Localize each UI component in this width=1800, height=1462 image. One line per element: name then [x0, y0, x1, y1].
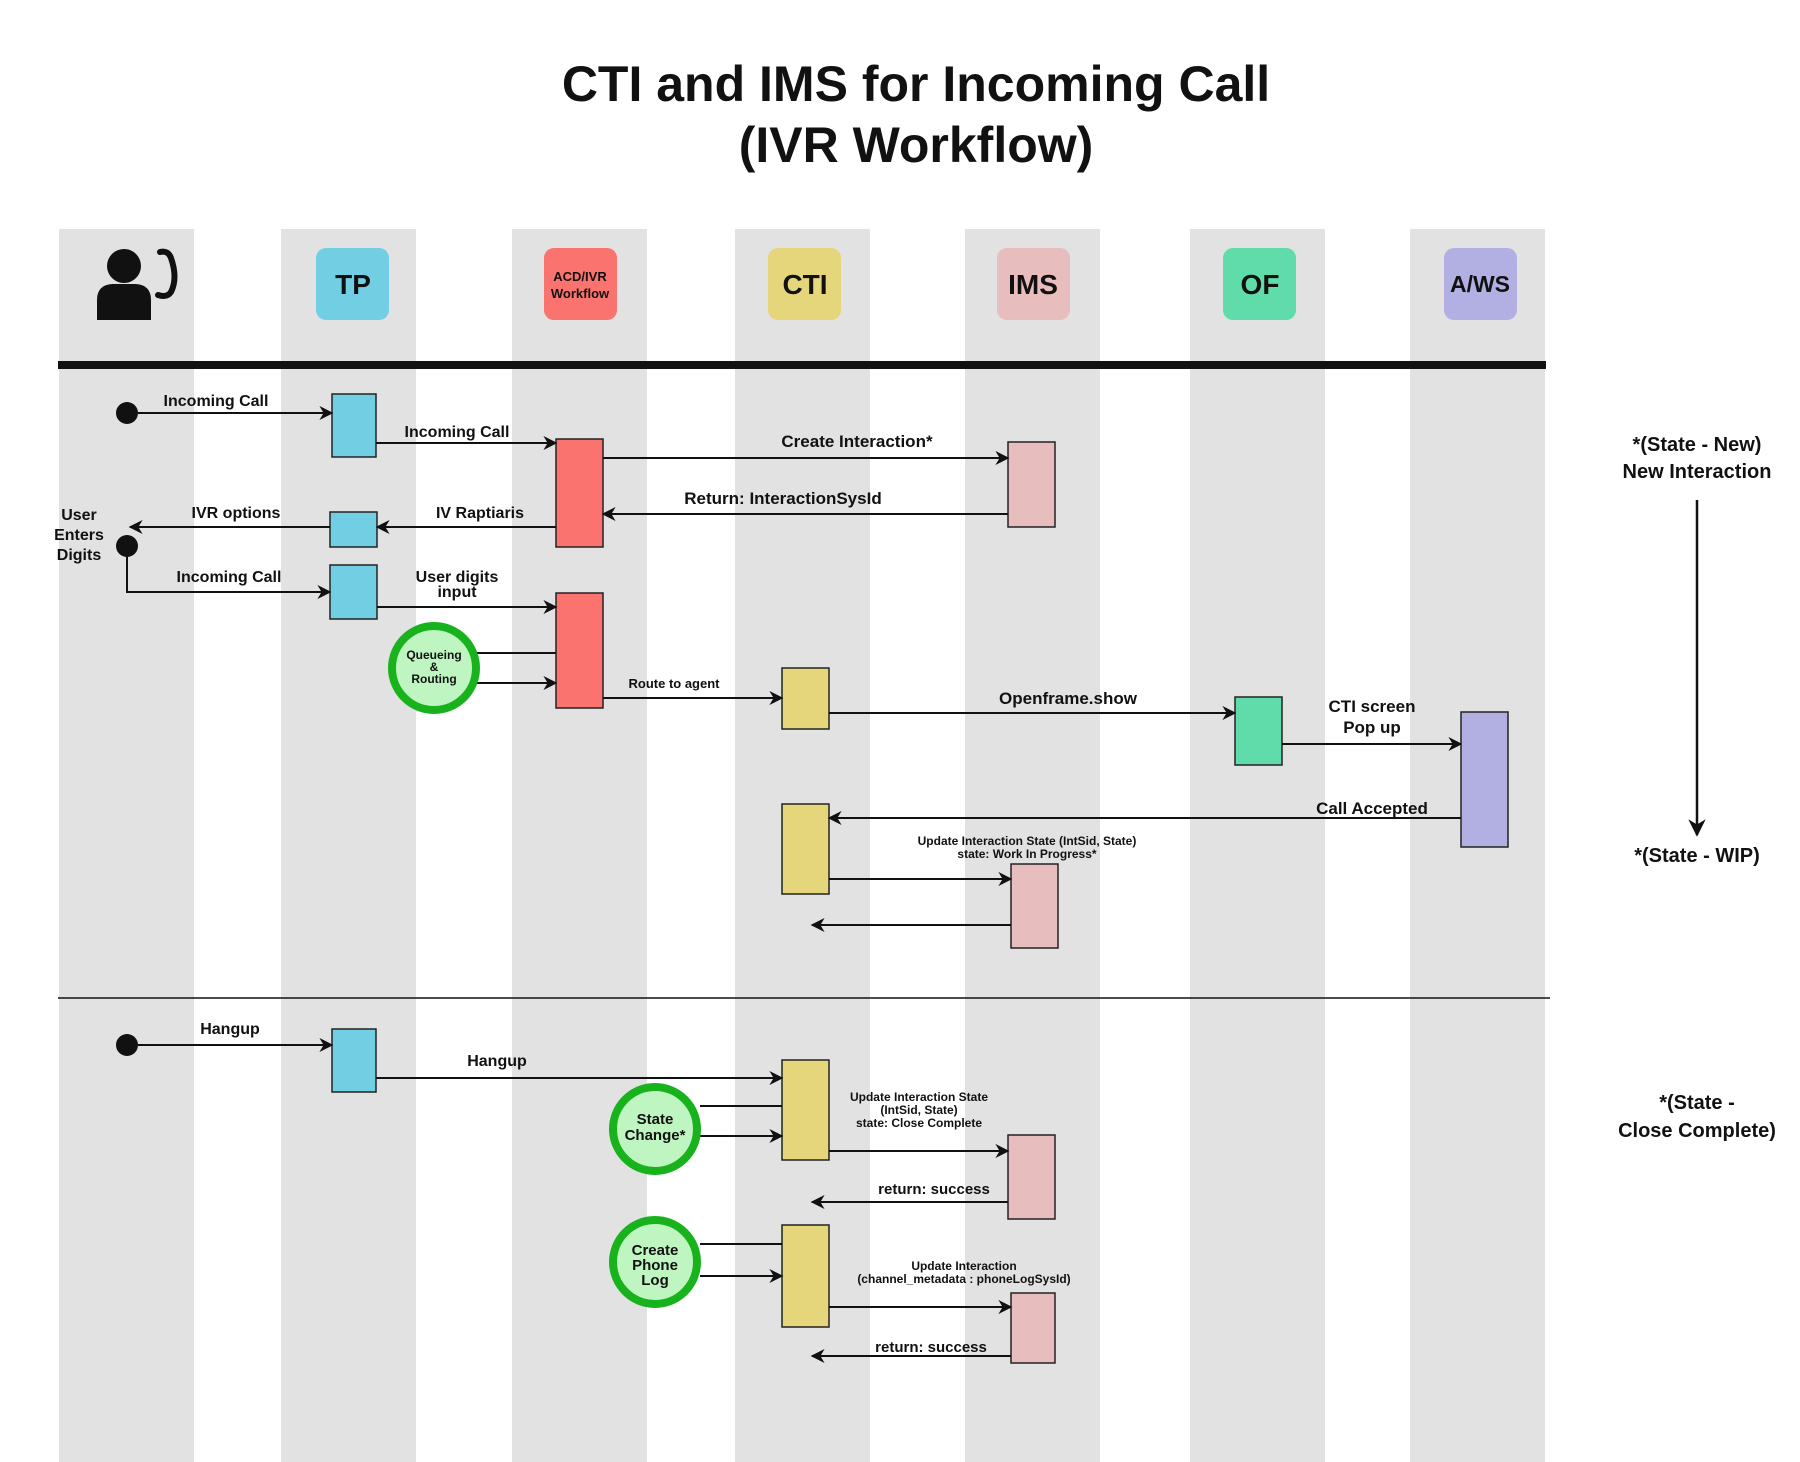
label-iv-raptiaris: IV Raptiaris — [436, 505, 524, 522]
process-phone-log-line-1: Create — [632, 1242, 679, 1259]
tp-activation-4 — [331, 1028, 377, 1093]
process-queueing-line-3: Routing — [411, 672, 456, 686]
label-user-enters-digits-3: Digits — [57, 547, 102, 564]
lane-header-aws: A/WS — [1444, 248, 1517, 320]
label-ivr-options: IVR options — [192, 505, 281, 522]
ims-activation-2 — [1010, 863, 1059, 949]
ims-activation-3 — [1007, 1134, 1056, 1220]
label-openframe-show: Openframe.show — [999, 689, 1138, 708]
tp-activation-2 — [329, 511, 378, 548]
lane-band-of — [1190, 229, 1325, 1462]
tp-activation-1 — [331, 393, 377, 458]
state-new-line-2: New Interaction — [1623, 461, 1772, 483]
lane-label-ims: IMS — [1008, 269, 1058, 300]
cti-activation-3 — [781, 1059, 830, 1161]
label-update-interaction-2: (channel_metadata : phoneLogSysId) — [857, 1272, 1070, 1286]
lane-label-cti: CTI — [782, 269, 827, 300]
label-return-sysid: Return: InteractionSysId — [684, 489, 881, 508]
tp-activation-3 — [329, 564, 378, 620]
state-close-line-1: *(State - — [1659, 1092, 1735, 1114]
label-cti-popup-2: Pop up — [1343, 718, 1401, 737]
label-incoming-call-2: Incoming Call — [405, 424, 510, 441]
lane-label-aws: A/WS — [1450, 271, 1510, 297]
lane-label-acd-line-1: ACD/IVR — [553, 269, 607, 284]
label-user-enters-digits-2: Enters — [54, 527, 104, 544]
label-user-digits-2: input — [437, 584, 477, 601]
cti-activation-4 — [781, 1224, 830, 1328]
lane-header-tp: TP — [316, 248, 389, 320]
process-queueing-line-1: Queueing — [406, 648, 461, 662]
process-create-phone-log: Create Phone Log — [609, 1216, 701, 1308]
message-arrows — [126, 406, 1706, 1363]
lane-label-acd-line-2: Workflow — [551, 286, 610, 301]
label-hangup-1: Hangup — [200, 1021, 260, 1038]
title-line-2: (IVR Workflow) — [739, 117, 1094, 173]
lane-header-acd: ACD/IVR Workflow — [544, 248, 617, 320]
label-incoming-call-3: Incoming Call — [177, 569, 282, 586]
start-dot-incoming — [116, 402, 138, 424]
lane-band-ims — [965, 229, 1100, 1462]
cti-activation-1 — [781, 667, 830, 730]
process-state-change: State Change* — [609, 1083, 701, 1175]
process-queueing-line-2: & — [430, 660, 439, 674]
label-cti-popup-1: CTI screen — [1329, 697, 1416, 716]
process-phone-log-line-3: Log — [641, 1272, 669, 1289]
process-state-change-line-2: Change* — [625, 1127, 686, 1144]
state-close-line-2: Close Complete) — [1618, 1120, 1776, 1142]
lane-header-of: OF — [1223, 248, 1296, 320]
label-route-to-agent: Route to agent — [629, 676, 721, 691]
start-dot-hangup — [116, 1034, 138, 1056]
acd-activation-2 — [555, 592, 604, 709]
label-update-close-3: state: Close Complete — [856, 1116, 982, 1130]
lane-header-cti: CTI — [768, 248, 841, 320]
lane-header-ims: IMS — [997, 248, 1070, 320]
label-create-interaction: Create Interaction* — [781, 432, 933, 451]
ims-activation-1 — [1007, 441, 1056, 528]
of-activation-1 — [1234, 696, 1283, 766]
lane-band-user — [59, 229, 194, 1462]
label-update-wip-2: state: Work In Progress* — [957, 847, 1096, 861]
title-line-1: CTI and IMS for Incoming Call — [562, 56, 1270, 112]
label-hangup-2: Hangup — [467, 1053, 527, 1070]
label-return-success-2: return: success — [875, 1339, 987, 1356]
label-update-close-2: (IntSid, State) — [880, 1103, 957, 1117]
state-new-line-1: *(State - New) — [1633, 434, 1762, 456]
process-queueing-routing: Queueing & Routing — [388, 622, 480, 714]
ims-activation-4 — [1010, 1292, 1056, 1364]
process-state-change-line-1: State — [637, 1111, 674, 1128]
label-user-digits-1: User digits — [416, 569, 499, 586]
label-user-enters-digits-1: User — [61, 507, 97, 524]
label-update-close-1: Update Interaction State — [850, 1090, 988, 1104]
lane-label-tp: TP — [335, 269, 371, 300]
label-return-success-1: return: success — [878, 1181, 990, 1198]
state-wip: *(State - WIP) — [1634, 845, 1760, 867]
activation-boxes — [329, 393, 1509, 1364]
state-notes: *(State - New) New Interaction *(State -… — [1618, 434, 1776, 1142]
label-update-wip-1: Update Interaction State (IntSid, State) — [918, 834, 1137, 848]
label-call-accepted: Call Accepted — [1316, 799, 1428, 818]
label-update-interaction-1: Update Interaction — [911, 1259, 1016, 1273]
lane-bands — [59, 229, 1545, 1462]
process-phone-log-line-2: Phone — [632, 1257, 678, 1274]
aws-activation-1 — [1460, 711, 1509, 848]
lane-label-of: OF — [1241, 269, 1280, 300]
cti-activation-2 — [781, 803, 830, 895]
label-incoming-call-1: Incoming Call — [164, 393, 269, 410]
caller-icon — [97, 248, 178, 320]
message-labels: Incoming Call Incoming Call Create Inter… — [54, 393, 1428, 1356]
arrow-incoming-call-3 — [126, 546, 332, 599]
acd-activation-1 — [555, 438, 604, 548]
